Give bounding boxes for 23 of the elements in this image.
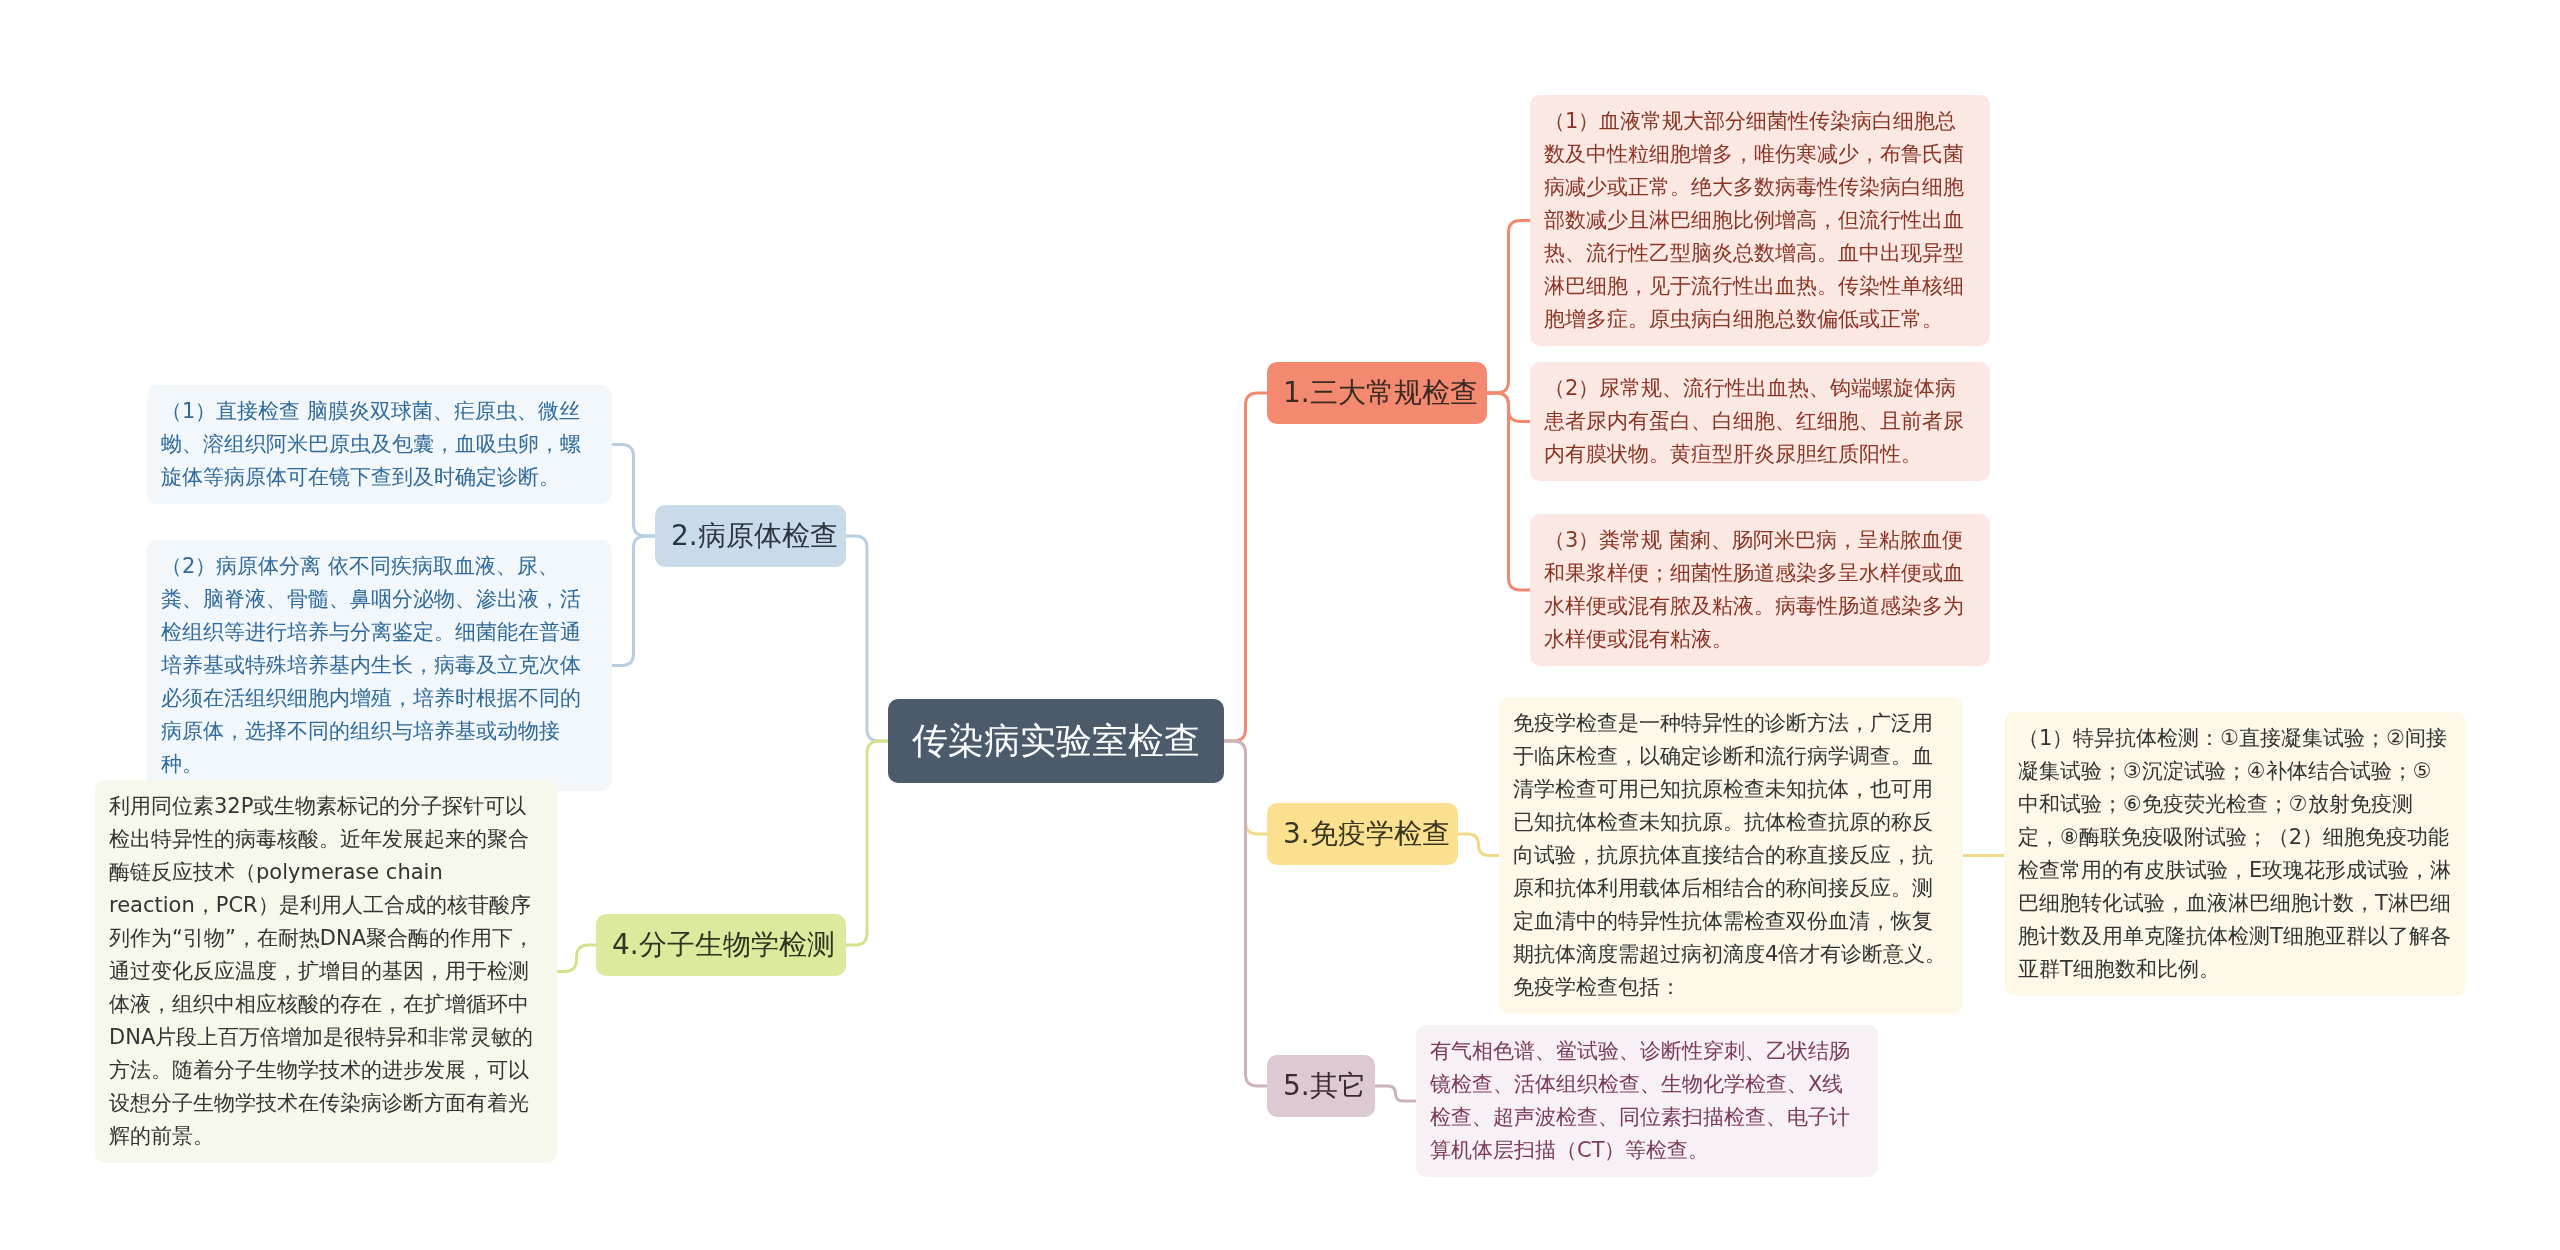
note-card: （2）尿常规、流行性出血热、钩端螺旋体病患者尿内有蛋白、白细胞、红细胞、且前者尿内有膜状物。黄疸型肝炎尿胆红质阳性。 <box>1530 362 1990 481</box>
branch-topic: 2.病原体检查 <box>655 505 846 567</box>
note-card: （1）特异抗体检测：①直接凝集试验；②间接凝集试验；③沉淀试验；④补体结合试验；⑤中和试验；⑥免疫荧光检查；⑦放射免疫测定，⑧酶联免疫吸附试验；（2）细胞免疫功能检查常用的有皮肤试验，E玫瑰花形成试验，淋巴细胞转化试验，血液淋巴细胞计数，T淋巴细胞计数及用单克隆抗体检测T细胞亚群以了解各亚群T细胞数和比例。 <box>2004 712 2466 996</box>
branch-topic: 3.免疫学检查 <box>1267 803 1458 865</box>
note-card: （1）直接检查 脑膜炎双球菌、疟原虫、微丝蚴、溶组织阿米巴原虫及包囊，血吸虫卵，螺旋体等病原体可在镜下查到及时确定诊断。 <box>147 385 612 504</box>
connector <box>1375 1084 1416 1103</box>
connector <box>1963 854 2004 857</box>
branch-topic: 5.其它 <box>1267 1055 1375 1117</box>
connector <box>846 739 888 947</box>
connector <box>1224 739 1267 1088</box>
connector <box>612 534 655 667</box>
note-card: 利用同位素32P或生物素标记的分子探针可以检出特异性的病毒核酸。近年发展起来的聚合酶链反应技术（polymerase chain reaction，PCR）是利用人工合成的核苷酸序列作为“引物”，在耐热DNA聚合酶的作用下，通过变化反应温度，扩增目的基因，用于检测体液，组织中相应核酸的存在，在扩增循环中DNA片段上百万倍增加是很特异和非常灵敏的方法。随着分子生物学技术的进步发展，可以设想分子生物学技术在传染病诊断方面有着光辉的前景。 <box>95 780 557 1163</box>
note-card: （3）粪常规 菌痢、肠阿米巴病，呈粘脓血便和果浆样便；细菌性肠道感染多呈水样便或血水样便或混有脓及粘液。病毒性肠道感染多为水样便或混有粘液。 <box>1530 514 1990 666</box>
branch-topic: 4.分子生物学检测 <box>596 914 846 976</box>
note-card: 有气相色谱、鲎试验、诊断性穿刺、乙状结肠镜检查、活体组织检查、生物化学检查、X线检查、超声波检查、同位素扫描检查、电子计算机体层扫描（CT）等检查。 <box>1416 1025 1878 1177</box>
note-card: 免疫学检查是一种特异性的诊断方法，广泛用于临床检查，以确定诊断和流行病学调查。血清学检查可用已知抗原检查未知抗体，也可用已知抗体检查未知抗原。抗体检查抗原的称反向试验，抗原抗体直接结合的称直接反应，抗原和抗体利用载体后相结合的称间接反应。测定血清中的特异性抗体需检查双份血清，恢复期抗体滴度需超过病初滴度4倍才有诊断意义。免疫学检查包括： <box>1499 697 1963 1014</box>
branch-topic: 1.三大常规检查 <box>1267 362 1487 424</box>
connector <box>1487 391 1530 592</box>
note-card: （2）病原体分离 依不同疾病取血液、尿、粪、脑脊液、骨髓、鼻咽分泌物、渗出液，活检组织等进行培养与分离鉴定。细菌能在普通培养基或特殊培养基内生长，病毒及立克次体必须在活组织细胞内增殖，培养时根据不同的病原体，选择不同的组织与培养基或动物接种。 <box>147 540 612 791</box>
connector <box>557 943 596 973</box>
connector <box>1458 832 1499 857</box>
note-card: （1）血液常规大部分细菌性传染病白细胞总数及中性粒细胞增多，唯伤寒减少，布鲁氏菌病减少或正常。绝大多数病毒性传染病白细胞部数减少且淋巴细胞比例增高，但流行性出血热、流行性乙型脑炎总数增高。血中出现异型淋巴细胞，见于流行性出血热。传染性单核细胞增多症。原虫病白细胞总数偏低或正常。 <box>1530 95 1990 346</box>
central-topic: 传染病实验室检查 <box>888 699 1224 783</box>
